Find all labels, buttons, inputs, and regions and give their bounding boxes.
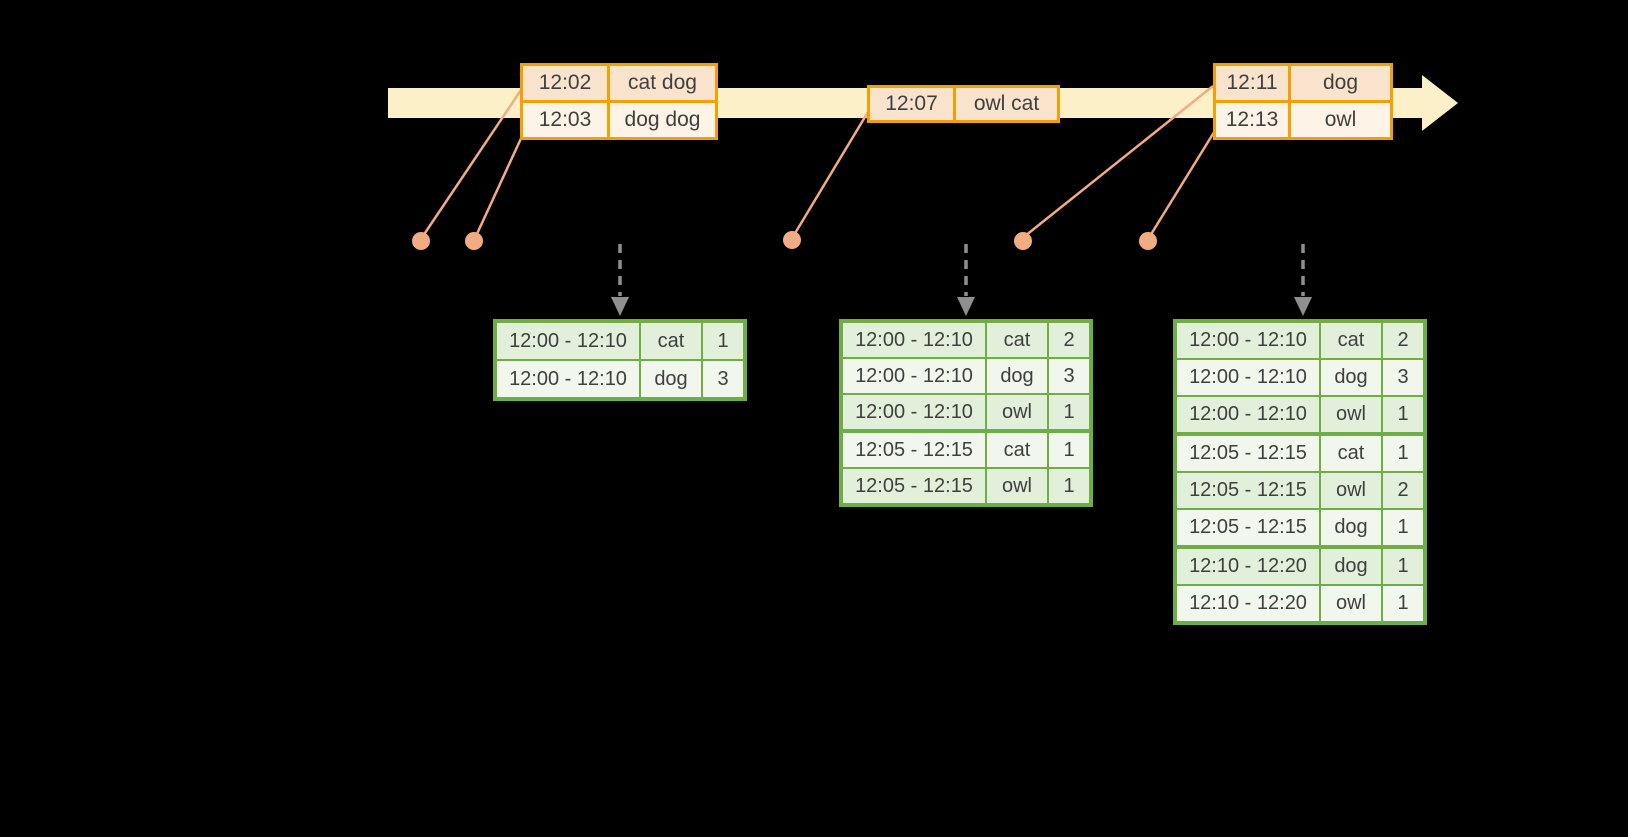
result-count: 1 [1049, 469, 1089, 503]
event-table-1: 12:02 cat dog 12:03 dog dog [520, 63, 718, 140]
result-count: 1 [1049, 433, 1089, 467]
result-count: 3 [1383, 360, 1423, 395]
result-window: 12:00 - 12:10 [843, 395, 985, 429]
result-window: 12:05 - 12:15 [843, 469, 985, 503]
result-word: owl [1321, 586, 1381, 621]
result-word: dog [641, 361, 701, 397]
result-word: cat [987, 323, 1047, 357]
trigger-arrowhead-icon [611, 297, 629, 316]
event-dot [465, 232, 483, 250]
result-word: owl [987, 395, 1047, 429]
result-count: 1 [1383, 510, 1423, 545]
result-window: 12:00 - 12:10 [1177, 323, 1319, 358]
trigger-arrows [618, 244, 1305, 296]
result-table-3: 12:00 - 12:10 cat 2 12:00 - 12:10 dog 3 … [1173, 319, 1427, 625]
event-time: 12:02 [523, 66, 607, 100]
result-count: 2 [1383, 323, 1423, 358]
result-window: 12:00 - 12:10 [497, 323, 639, 359]
result-window: 12:05 - 12:15 [1177, 436, 1319, 471]
connector-line [421, 89, 523, 237]
result-word: dog [1321, 510, 1381, 545]
result-count: 1 [1383, 397, 1423, 432]
trigger-arrowhead-icon [1294, 297, 1312, 316]
event-words: dog [1291, 66, 1390, 100]
result-count: 1 [1383, 586, 1423, 621]
result-count: 3 [703, 361, 743, 397]
result-word: owl [1321, 397, 1381, 432]
result-word: cat [987, 433, 1047, 467]
connector-lines [421, 85, 1218, 237]
result-window: 12:05 - 12:15 [1177, 510, 1319, 545]
result-window: 12:00 - 12:10 [497, 361, 639, 397]
event-dot [783, 231, 801, 249]
result-count: 2 [1049, 323, 1089, 357]
result-window: 12:00 - 12:10 [843, 323, 985, 357]
result-word: owl [1321, 473, 1381, 508]
connector-line [1148, 128, 1218, 237]
result-count: 3 [1049, 359, 1089, 393]
result-word: dog [1321, 549, 1381, 584]
trigger-arrowhead-icon [957, 297, 975, 316]
event-time: 12:13 [1216, 103, 1288, 137]
event-words: owl cat [956, 88, 1057, 120]
event-dot [1014, 232, 1032, 250]
result-word: cat [1321, 436, 1381, 471]
connector-line [792, 111, 870, 236]
result-word: cat [1321, 323, 1381, 358]
event-dot [412, 232, 430, 250]
event-time: 12:11 [1216, 66, 1288, 100]
result-word: cat [641, 323, 701, 359]
connector-line [474, 131, 526, 237]
result-count: 1 [1049, 395, 1089, 429]
result-word: owl [987, 469, 1047, 503]
event-table-3: 12:11 dog 12:13 owl [1213, 63, 1393, 140]
event-time: 12:03 [523, 103, 607, 137]
result-table-1: 12:00 - 12:10 cat 1 12:00 - 12:10 dog 3 [493, 319, 747, 401]
trigger-arrowheads [611, 297, 1312, 316]
result-word: dog [1321, 360, 1381, 395]
result-window: 12:00 - 12:10 [843, 359, 985, 393]
result-word: dog [987, 359, 1047, 393]
connector-line [1024, 85, 1214, 237]
result-count: 1 [1383, 549, 1423, 584]
event-dots [412, 231, 1157, 250]
event-table-2: 12:07 owl cat [867, 85, 1060, 123]
result-window: 12:10 - 12:20 [1177, 586, 1319, 621]
result-table-2: 12:00 - 12:10 cat 2 12:00 - 12:10 dog 3 … [839, 319, 1093, 507]
event-time: 12:07 [870, 88, 953, 120]
event-words: owl [1291, 103, 1390, 137]
result-window: 12:00 - 12:10 [1177, 397, 1319, 432]
timeline-arrowhead-icon [1422, 75, 1458, 131]
result-count: 2 [1383, 473, 1423, 508]
event-words: cat dog [610, 66, 715, 100]
result-window: 12:05 - 12:15 [843, 433, 985, 467]
result-window: 12:10 - 12:20 [1177, 549, 1319, 584]
result-count: 1 [703, 323, 743, 359]
event-words: dog dog [610, 103, 715, 137]
event-dot [1139, 232, 1157, 250]
result-count: 1 [1383, 436, 1423, 471]
result-window: 12:05 - 12:15 [1177, 473, 1319, 508]
result-window: 12:00 - 12:10 [1177, 360, 1319, 395]
